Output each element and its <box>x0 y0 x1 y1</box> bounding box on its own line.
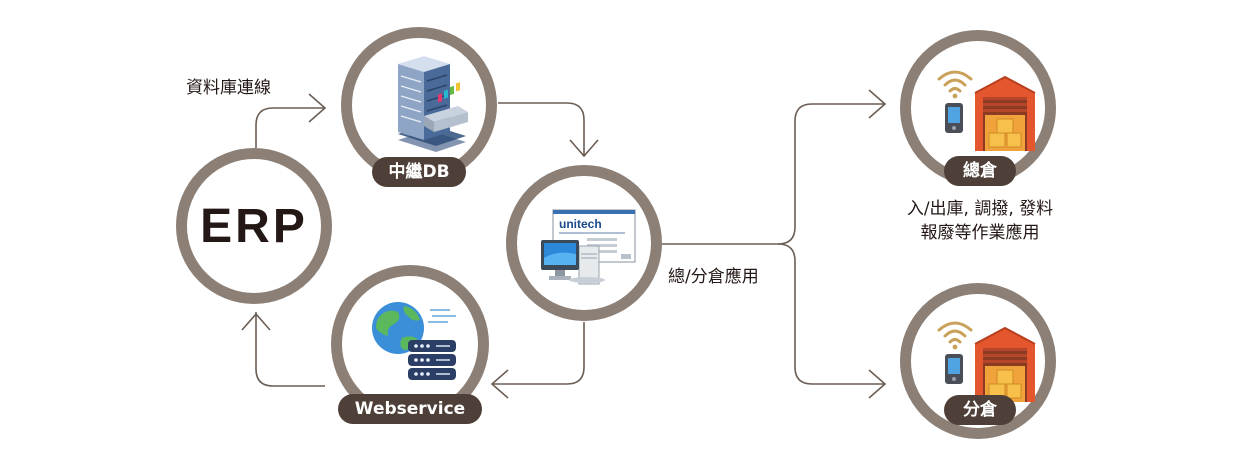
wifi-icon <box>937 70 973 93</box>
main-warehouse-ops-line1: 入/出庫, 調撥, 發料 <box>906 199 1054 219</box>
webservice-label: Webservice <box>338 394 482 424</box>
unitech-logo-text: unitech <box>559 217 602 231</box>
arrow-terminal-to-branch-warehouse <box>777 243 885 385</box>
main-warehouse-icon <box>937 70 1036 151</box>
arrowhead-terminal-to-branch-warehouse <box>868 369 887 399</box>
relay-db-label: 中繼DB <box>372 157 466 187</box>
arrowhead-erp-to-db <box>308 93 327 123</box>
arrowhead-terminal-to-webservice <box>490 369 509 399</box>
warehouse-apps-label: 總/分倉應用 <box>668 267 759 287</box>
arrowhead-webservice-to-erp <box>241 312 271 331</box>
arrow-terminal-to-main-warehouse <box>658 103 885 245</box>
db-connection-label: 資料庫連線 <box>186 78 271 98</box>
arrow-db-to-terminal <box>498 102 585 156</box>
main-warehouse-label: 總倉 <box>944 156 1016 186</box>
arrow-terminal-to-webservice <box>492 322 585 385</box>
arrowhead-terminal-to-main-warehouse <box>868 89 887 119</box>
arrow-webservice-to-erp <box>255 312 325 387</box>
branch-warehouse-node <box>900 283 1056 439</box>
main-warehouse-ops-line2: 報廢等作業應用 <box>920 223 1040 243</box>
branch-warehouse-label: 分倉 <box>944 395 1016 425</box>
globe-server-icon <box>372 302 456 380</box>
arrowhead-db-to-terminal <box>569 139 599 158</box>
server-rack-icon <box>398 56 468 152</box>
wifi-icon <box>937 321 973 344</box>
terminal-node: unitech <box>506 165 662 321</box>
erp-node: ERP <box>176 148 332 304</box>
erp-label: ERP <box>200 200 308 253</box>
arrow-erp-to-db <box>255 107 325 148</box>
desktop-computer-icon: unitech <box>541 209 636 285</box>
